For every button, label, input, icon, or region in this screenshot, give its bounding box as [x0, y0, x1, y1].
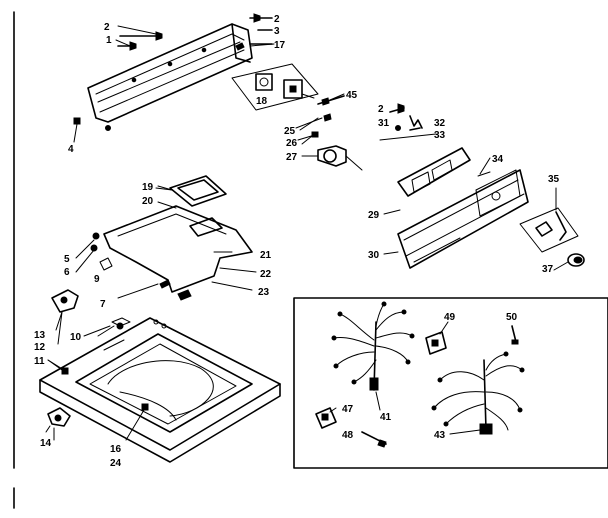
harness-41	[331, 301, 415, 391]
label-26: 26	[286, 138, 298, 149]
label-9: 9	[94, 274, 100, 285]
label-12: 12	[34, 342, 46, 353]
label-18: 18	[256, 96, 268, 107]
label-21: 21	[260, 250, 272, 261]
label-45: 45	[346, 90, 358, 101]
label-11: 11	[34, 356, 45, 367]
label-14: 14	[40, 438, 52, 449]
switch-hardware	[379, 103, 437, 141]
label-43: 43	[434, 430, 446, 441]
label-19: 19	[142, 182, 154, 193]
label-29: 29	[368, 210, 380, 221]
label-7: 7	[100, 299, 106, 310]
label-5: 5	[64, 254, 70, 265]
label-27: 27	[286, 152, 298, 163]
terminal-50	[511, 325, 519, 345]
label-2: 2	[274, 14, 280, 25]
knob-assembly	[519, 187, 585, 267]
part-labels: 2 1 2 3 17 4 18 45 25 26 27 2 31 32 33 3…	[34, 14, 560, 469]
label-49: 49	[444, 312, 456, 323]
label-24: 24	[110, 458, 122, 469]
label-4: 4	[68, 144, 74, 155]
wiring-box	[293, 297, 608, 469]
control-panel	[397, 147, 529, 269]
top-frame	[90, 205, 257, 301]
label-10: 10	[70, 332, 82, 343]
label-1: 1	[106, 35, 112, 46]
cabinet-top	[39, 317, 281, 463]
harness-43	[431, 351, 525, 435]
label-17: 17	[274, 40, 286, 51]
connector-49	[425, 331, 447, 355]
label-48: 48	[342, 430, 354, 441]
label-50: 50	[506, 312, 518, 323]
label-31: 31	[378, 118, 390, 129]
label-23: 23	[258, 287, 270, 298]
label-6: 6	[64, 267, 70, 278]
label-3: 3	[274, 26, 280, 37]
leader-lines	[47, 25, 569, 441]
label-41: 41	[380, 412, 392, 423]
label-30: 30	[368, 250, 380, 261]
label-37: 37	[542, 264, 554, 275]
part-47	[315, 407, 337, 429]
label-16: 16	[110, 444, 122, 455]
label-13: 13	[34, 330, 46, 341]
screw-48	[361, 431, 387, 448]
label-34: 34	[492, 154, 504, 165]
label-2: 2	[104, 22, 110, 33]
label-33: 33	[434, 130, 446, 141]
label-22: 22	[260, 269, 272, 280]
label-20: 20	[142, 196, 154, 207]
console-screws	[73, 13, 273, 143]
label-32: 32	[434, 118, 446, 129]
label-47: 47	[342, 404, 354, 415]
lid-hinge	[157, 175, 227, 207]
label-35: 35	[548, 174, 560, 185]
label-25: 25	[284, 126, 296, 137]
label-2: 2	[378, 104, 384, 115]
console-back-panel	[87, 23, 253, 131]
